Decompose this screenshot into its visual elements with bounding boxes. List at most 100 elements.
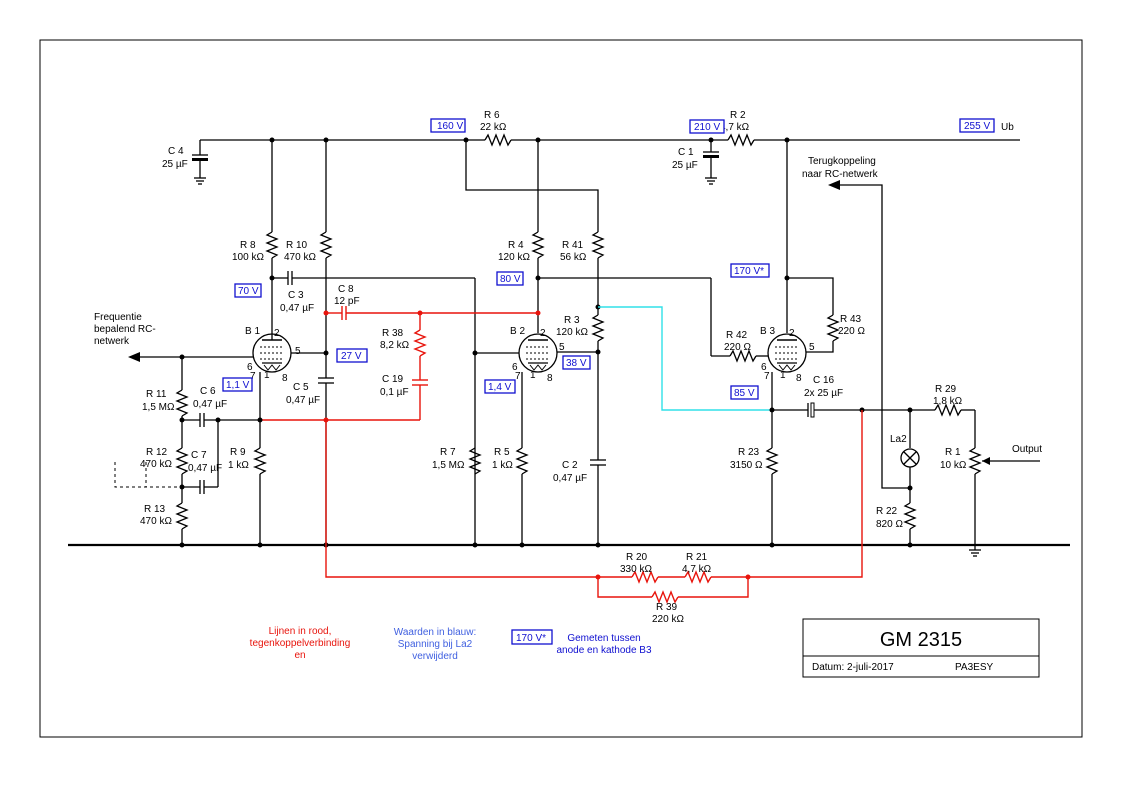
feedback-network [325, 410, 863, 604]
r11-name: R 11 [146, 389, 167, 400]
cyan-connection [598, 306, 772, 411]
svg-text:1,1 V: 1,1 V [226, 380, 250, 391]
r22-value: 820 Ω [876, 519, 903, 530]
svg-text:160 V: 160 V [437, 121, 463, 132]
r5-resistor [515, 447, 529, 545]
r8-name: R 8 [240, 240, 256, 251]
r23-value: 3150 Ω [730, 460, 763, 471]
r22-resistor [903, 502, 917, 545]
svg-text:170 V*: 170 V* [734, 266, 764, 277]
legend-red-2: tegenkoppelverbinding [250, 638, 351, 649]
legend-measure-2: anode en kathode B3 [556, 645, 652, 656]
r5-value: 1 kΩ [492, 460, 513, 471]
c6-name: C 6 [200, 386, 216, 397]
r1-name: R 1 [945, 447, 961, 458]
r42-name: R 42 [726, 330, 748, 341]
r42-resistor [711, 349, 768, 363]
c2-value: 0,47 µF [553, 473, 587, 484]
r22-name: R 22 [876, 506, 898, 517]
voltage-1-1: 1,1 V [222, 377, 253, 392]
b1-pin6: 6 [247, 362, 253, 373]
c2-name: C 2 [562, 460, 578, 471]
svg-text:255 V: 255 V [964, 121, 990, 132]
b2-pin2: 2 [540, 328, 546, 339]
r43-name: R 43 [840, 314, 862, 325]
b3-pin5: 5 [809, 342, 815, 353]
b2-pin1: 1 [530, 370, 536, 381]
r3-name: R 3 [564, 315, 580, 326]
b1-pin5: 5 [295, 346, 301, 357]
title-text: GM 2315 [880, 629, 962, 651]
tube-b3 [767, 333, 807, 448]
r9-value: 1 kΩ [228, 460, 249, 471]
title-block: GM 2315 Datum: 2-juli-2017 PA3ESY [802, 618, 1040, 678]
freq-label-3: netwerk [94, 336, 130, 347]
c1-name: C 1 [678, 147, 694, 158]
r21-name: R 21 [686, 552, 708, 563]
c5-name: C 5 [293, 382, 309, 393]
c19-name: C 19 [382, 374, 404, 385]
feedback-label-2: naar RC-netwerk [802, 169, 879, 180]
r6-name: R 6 [484, 110, 500, 121]
r7-value: 1,5 MΩ [432, 460, 465, 471]
c1-value: 25 µF [672, 160, 698, 171]
b2-pin5: 5 [559, 342, 565, 353]
b2-pin6: 6 [512, 362, 518, 373]
freq-label-2: bepalend RC- [94, 324, 156, 335]
r38-value: 8,2 kΩ [380, 340, 410, 351]
tube-b2 [475, 333, 598, 448]
r10-name: R 10 [286, 240, 308, 251]
r2-value: 4,7 kΩ [720, 122, 750, 133]
date-text: Datum: 2-juli-2017 [812, 662, 894, 673]
r20-name: R 20 [626, 552, 648, 563]
supply-label: Ub [1001, 122, 1014, 133]
r7-resistor [468, 447, 482, 475]
svg-text:80 V: 80 V [500, 274, 521, 285]
r41-name: R 41 [562, 240, 584, 251]
legend-red: Lijnen in rood, tegenkoppelverbinding en [250, 626, 351, 661]
b1-pin2: 2 [274, 328, 280, 339]
voltage-160: 160 V [430, 118, 466, 133]
capacitor-c8 [326, 306, 538, 320]
voltage-170: 170 V* [730, 263, 770, 278]
c7-name: C 7 [191, 450, 207, 461]
b2-pin7: 7 [515, 371, 521, 382]
svg-text:70 V: 70 V [238, 286, 259, 297]
r10-value: 470 kΩ [284, 252, 316, 263]
legend-red-3: en [294, 650, 305, 661]
c7-value: 0,47 µF [188, 463, 222, 474]
r8-resistor [265, 140, 279, 333]
svg-text:85 V: 85 V [734, 388, 755, 399]
voltage-255: 255 V [959, 118, 995, 133]
r29-resistor [934, 403, 976, 448]
b1-pin8: 8 [282, 373, 288, 384]
svg-text:210 V: 210 V [694, 122, 720, 133]
output-label: Output [1012, 444, 1042, 455]
b1-label: B 1 [245, 326, 260, 337]
sheet-border [39, 39, 1083, 738]
author-text: PA3ESY [955, 662, 993, 673]
r5-name: R 5 [494, 447, 510, 458]
r29-value: 1,8 kΩ [933, 396, 963, 407]
c3-value: 0,47 µF [280, 303, 314, 314]
capacitor-c1: C 1 25 µF [672, 140, 719, 185]
r20-value: 330 kΩ [620, 564, 652, 575]
voltage-70: 70 V [234, 283, 262, 298]
r38-name: R 38 [382, 328, 404, 339]
r39-name: R 39 [656, 602, 678, 613]
r4-name: R 4 [508, 240, 524, 251]
ground-icon [969, 545, 981, 557]
c4-value: 25 µF [162, 159, 188, 170]
svg-text:38 V: 38 V [566, 358, 587, 369]
voltage-38: 38 V [562, 355, 591, 370]
svg-text:27 V: 27 V [341, 351, 362, 362]
r4-value: 120 kΩ [498, 252, 530, 263]
r23-resistor [765, 447, 779, 545]
b3-pin2: 2 [789, 328, 795, 339]
arrow-left-icon [128, 352, 140, 362]
b3-label: B 3 [760, 326, 775, 337]
r12-value: 470 kΩ [140, 459, 172, 470]
b2-label: B 2 [510, 326, 525, 337]
r7-name: R 7 [440, 447, 456, 458]
c3-name: C 3 [288, 290, 304, 301]
